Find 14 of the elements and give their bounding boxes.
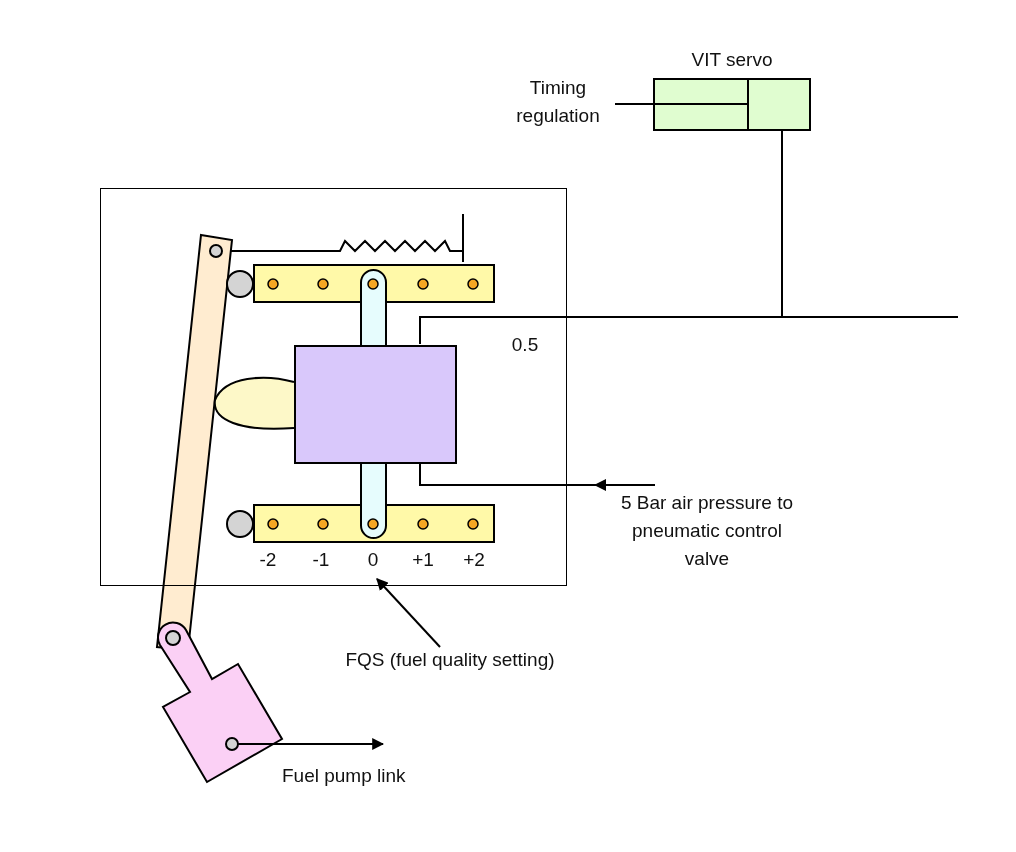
scale-label: +1 — [411, 548, 435, 572]
annotation-text: Timing regulation — [500, 74, 616, 130]
governor-frame — [100, 188, 567, 586]
scale-label: -2 — [258, 548, 278, 572]
pump-lever — [157, 621, 283, 783]
value-label: 0.5 — [510, 333, 540, 357]
scale-label: -1 — [311, 548, 331, 572]
scale-label: 0 — [366, 548, 380, 572]
annotation-text: 5 Bar air pressure to pneumatic control valve — [612, 489, 802, 573]
annotation-text: FQS (fuel quality setting) — [300, 646, 600, 674]
scale-label: +2 — [462, 548, 486, 572]
servo-title: VIT servo — [690, 48, 774, 72]
control-block — [294, 345, 457, 464]
annotation-text: Fuel pump link — [282, 764, 407, 788]
